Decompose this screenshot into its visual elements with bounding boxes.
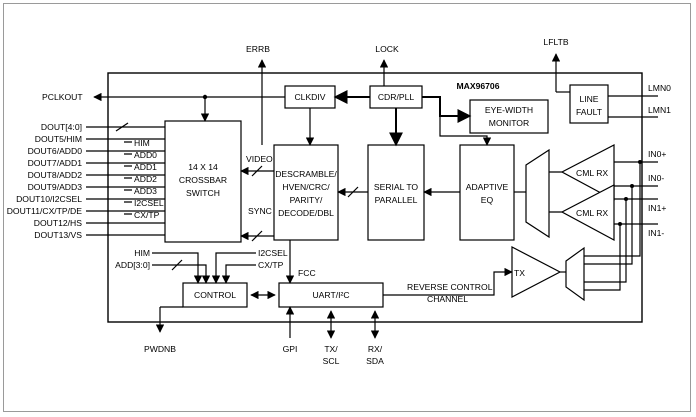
rxsda-label-2: SDA <box>366 356 384 366</box>
dout-3: DOUT7/ADD1 <box>28 158 83 168</box>
control-text: CONTROL <box>194 290 236 300</box>
him-label: HIM <box>134 248 150 258</box>
pwdnb-label: PWDNB <box>144 344 176 354</box>
dout-6: DOUT10/I2CSEL <box>16 194 82 204</box>
s2p-slash <box>347 186 359 198</box>
eye-width-text-2: MONITOR <box>489 118 529 128</box>
chip-name: MAX96706 <box>457 81 500 91</box>
add-label: ADD[3:0] <box>115 260 150 270</box>
line-fault-block <box>569 84 609 124</box>
cdr-to-eq <box>439 116 492 146</box>
in1p-label: IN1+ <box>648 203 666 213</box>
uart-i2c-text: UART/I²C <box>312 290 349 300</box>
descramble-text-1: DESCRAMBLE/ <box>275 169 337 179</box>
cb-add3: ADD3 <box>134 186 157 196</box>
dout-bus-slash <box>115 122 129 132</box>
dout-2: DOUT6/ADD0 <box>28 146 83 156</box>
dout-0: DOUT[4:0] <box>41 122 82 132</box>
lmn0-label: LMN0 <box>648 83 671 93</box>
gpi-label: GPI <box>283 344 298 354</box>
eye-width-text-1: EYE-WIDTH <box>485 105 533 115</box>
cml-rx-1 <box>560 184 615 242</box>
tx-text: TX <box>514 268 525 278</box>
cb-i2csel: I2CSEL <box>134 198 164 208</box>
cdr-pll-text: CDR/PLL <box>378 92 415 102</box>
txscl-label-1: TX/ <box>324 344 338 354</box>
lmn1-label: LMN1 <box>648 105 671 115</box>
s2p-text-1: SERIAL TO <box>374 182 419 192</box>
txscl-label-2: SCL <box>323 356 340 366</box>
dout-1: DOUT5/HIM <box>35 134 82 144</box>
sync-label: SYNC <box>248 206 272 216</box>
crossbar-text-1: 14 X 14 <box>188 162 218 172</box>
adaptive-eq-text-2: EQ <box>481 195 494 205</box>
descramble-block <box>273 144 339 241</box>
input-mux <box>525 148 550 239</box>
adaptive-eq-text-1: ADAPTIVE <box>466 182 509 192</box>
video-slash <box>251 165 263 177</box>
cdr-to-eye <box>422 96 472 123</box>
crossbar-text-3: SWITCH <box>186 188 220 198</box>
i2csel-label: I2CSEL <box>258 248 288 258</box>
dout-4: DOUT8/ADD2 <box>28 170 83 180</box>
lfltb-label: LFLTB <box>543 37 568 47</box>
descramble-text-3: PARITY/ <box>290 195 323 205</box>
dout-9: DOUT13/VS <box>34 230 82 240</box>
dout-8: DOUT12/HS <box>34 218 82 228</box>
crossbar-input-labels: HIM ADD0 ADD1 ADD2 ADD3 I2CSEL CX/TP <box>134 138 164 220</box>
uart-i2c-block <box>278 282 384 308</box>
crossbar-input-arrows <box>124 141 132 215</box>
dout-labels: DOUT[4:0] DOUT5/HIM DOUT6/ADD0 DOUT7/ADD… <box>7 122 83 240</box>
descramble-text-2: HVEN/CRC/ <box>282 182 330 192</box>
dout-wires <box>86 126 165 236</box>
cxtp-wire <box>221 264 256 284</box>
cb-add0: ADD0 <box>134 150 157 160</box>
cb-add2: ADD2 <box>134 174 157 184</box>
add-wire <box>152 264 211 284</box>
clkdiv-text: CLKDIV <box>294 92 325 102</box>
crossbar-text-2: CROSSBAR <box>179 175 227 185</box>
cb-cxtp: CX/TP <box>134 210 160 220</box>
i2csel-wire <box>211 252 256 284</box>
rxsda-label-1: RX/ <box>368 344 383 354</box>
cb-him: HIM <box>134 138 150 148</box>
descramble-text-4: DECODE/DBL <box>278 208 334 218</box>
line-fault-text-1: LINE <box>579 94 598 104</box>
control-block <box>182 282 248 308</box>
him-wire <box>152 252 203 284</box>
tx-return-wires <box>584 162 641 291</box>
dout-7: DOUT11/CX/TP/DE <box>7 206 83 216</box>
reverse-label-2: CHANNEL <box>427 294 468 304</box>
video-label: VIDEO <box>246 154 273 164</box>
cxtp-label: CX/TP <box>258 260 284 270</box>
add-slash <box>171 259 183 271</box>
s2p-text-2: PARALLEL <box>375 195 418 205</box>
serial-to-parallel-block <box>367 144 425 241</box>
in1n-label: IN1- <box>648 228 664 238</box>
adaptive-eq-block <box>459 144 515 241</box>
cml-rx-0 <box>560 144 615 202</box>
fcc-label: FCC <box>298 268 316 278</box>
in0n-label: IN0- <box>648 173 664 183</box>
cb-add1: ADD1 <box>134 162 157 172</box>
cml-to-mux <box>549 171 562 213</box>
cml-rx-0-text: CML RX <box>576 168 608 178</box>
pclkout-label: PCLKOUT <box>42 92 83 102</box>
output-mux <box>565 246 585 302</box>
dout-5: DOUT9/ADD3 <box>28 182 83 192</box>
reverse-label-1: REVERSE CONTROL <box>407 282 493 292</box>
line-fault-text-2: FAULT <box>576 107 603 117</box>
errb-label: ERRB <box>246 44 270 54</box>
cml-rx-1-text: CML RX <box>576 208 608 218</box>
lock-label: LOCK <box>375 44 399 54</box>
reverse-channel-wire <box>383 267 513 296</box>
in0p-label: IN0+ <box>648 149 666 159</box>
sync-slash <box>251 230 263 242</box>
